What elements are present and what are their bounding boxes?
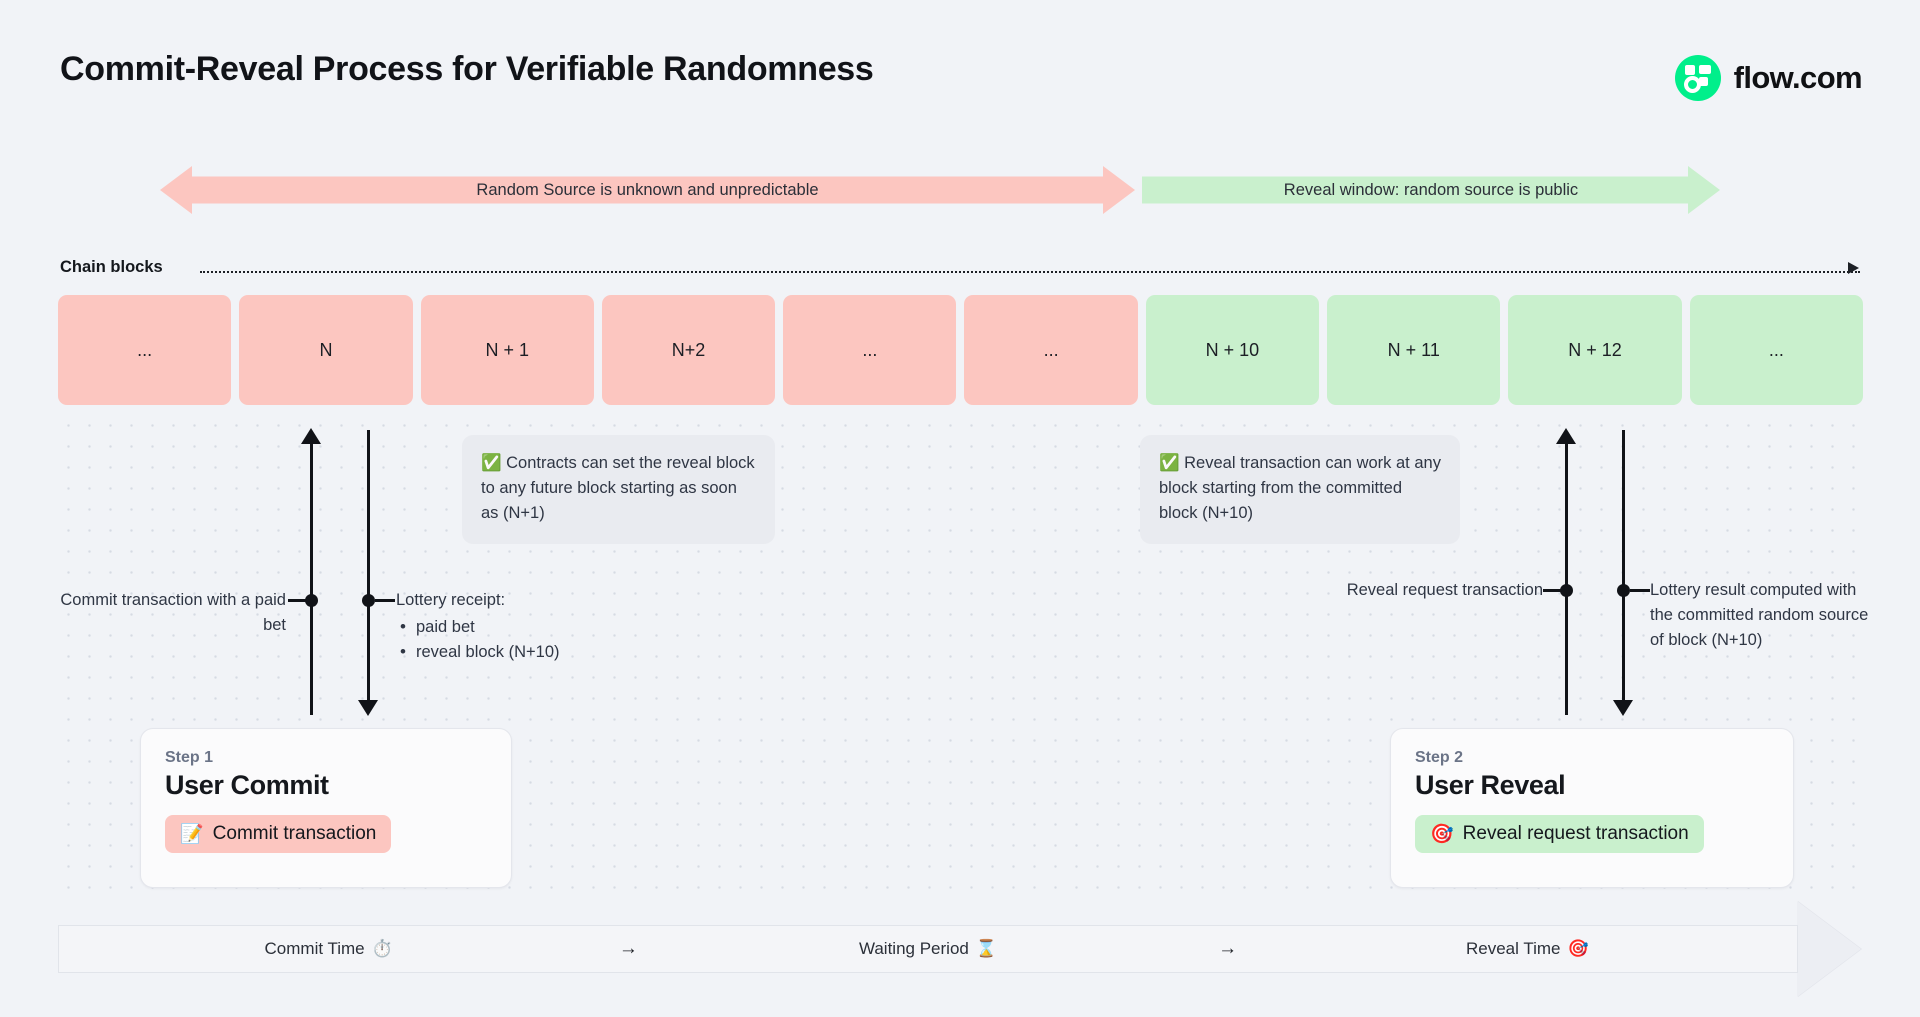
commit-transaction-label: Commit transaction with a paid bet bbox=[60, 591, 286, 634]
receipt-arrow-dot bbox=[362, 594, 375, 607]
page-title: Commit-Reveal Process for Verifiable Ran… bbox=[60, 50, 874, 88]
chain-block[interactable]: N + 11 bbox=[1327, 295, 1501, 405]
phase-waiting-period: Waiting Period ⌛ bbox=[658, 939, 1197, 959]
receipt-arrow-down-head-icon bbox=[358, 700, 378, 716]
banner-reveal-window: Reveal window: random source is public bbox=[1142, 166, 1720, 214]
chain-block[interactable]: ... bbox=[1689, 295, 1863, 405]
lottery-receipt-list: paid bet reveal block (N+10) bbox=[396, 614, 696, 665]
step-1-label: Step 1 bbox=[165, 749, 214, 766]
banner-unpredictable-label: Random Source is unknown and unpredictab… bbox=[476, 180, 819, 199]
banner-unpredictable: Random Source is unknown and unpredictab… bbox=[160, 166, 1135, 214]
reveal-arrow-up-line bbox=[1565, 443, 1568, 715]
phase-separator-arrow-icon: → bbox=[618, 938, 638, 959]
chain-block[interactable]: ... bbox=[783, 295, 957, 405]
step-1-title: User Commit bbox=[165, 770, 329, 800]
chain-axis-line bbox=[200, 271, 1860, 273]
commit-arrow-stub bbox=[288, 599, 308, 602]
list-item: reveal block (N+10) bbox=[396, 639, 696, 665]
result-arrow-stub bbox=[1630, 589, 1650, 592]
commit-callout-text: Contracts can set the reveal block to an… bbox=[481, 454, 755, 523]
chain-axis-arrow-icon bbox=[1848, 262, 1859, 274]
step-card-user-reveal[interactable]: Step 2 User Reveal 🎯 Reveal request tran… bbox=[1390, 728, 1794, 888]
flow-logo-icon bbox=[1674, 55, 1721, 101]
check-icon: ✅ bbox=[481, 454, 502, 472]
brand-logo: flow.com bbox=[1674, 55, 1863, 101]
lottery-result-label: Lottery result computed with the committ… bbox=[1650, 581, 1869, 649]
commit-callout-box: ✅ Contracts can set the reveal block to … bbox=[462, 435, 775, 545]
brand-name: flow.com bbox=[1733, 60, 1863, 95]
phase-bar: Commit Time ⏱️ → Waiting Period ⌛ → Reve… bbox=[58, 925, 1798, 973]
phase-reveal-time: Reveal Time 🎯 bbox=[1258, 939, 1797, 959]
chain-blocks-label: Chain blocks bbox=[60, 258, 163, 276]
phase-commit-time-label: Commit Time bbox=[264, 939, 365, 958]
chain-block[interactable]: N bbox=[239, 295, 413, 405]
chain-block[interactable]: N + 1 bbox=[420, 295, 594, 405]
reveal-arrow-stub bbox=[1543, 589, 1563, 592]
receipt-arrow-stub bbox=[375, 599, 395, 602]
phase-commit-time: Commit Time ⏱️ bbox=[59, 939, 598, 959]
commit-arrow-up-head-icon bbox=[301, 428, 321, 444]
phase-reveal-time-label: Reveal Time bbox=[1465, 939, 1561, 958]
banner-reveal-window-label: Reveal window: random source is public bbox=[1283, 180, 1579, 199]
reveal-callout-box: ✅ Reveal transaction can work at any blo… bbox=[1140, 435, 1460, 545]
chain-block[interactable]: ... bbox=[964, 295, 1138, 405]
phase-separator-arrow-icon: → bbox=[1218, 938, 1238, 959]
commit-transaction-chip[interactable]: 📝 Commit transaction bbox=[165, 815, 392, 853]
result-arrow-down-line bbox=[1622, 430, 1625, 702]
target-icon: 🎯 bbox=[1567, 939, 1589, 958]
chain-block[interactable]: ... bbox=[58, 295, 232, 405]
commit-arrow-dot bbox=[305, 594, 318, 607]
chain-block[interactable]: N+2 bbox=[601, 295, 776, 405]
reveal-request-chip[interactable]: 🎯 Reveal request transaction bbox=[1415, 815, 1704, 853]
receipt-arrow-down-line bbox=[367, 430, 370, 702]
lottery-receipt-title: Lottery receipt: bbox=[396, 591, 506, 609]
phase-bar-arrow-icon bbox=[1797, 901, 1861, 997]
commit-arrow-up-line bbox=[310, 443, 313, 715]
memo-icon: 📝 bbox=[180, 823, 204, 845]
reveal-request-chip-label: Reveal request transaction bbox=[1462, 823, 1689, 844]
reveal-callout-text: Reveal transaction can work at any block… bbox=[1159, 454, 1441, 523]
stopwatch-icon: ⏱️ bbox=[371, 939, 393, 958]
chain-block-row: ... N N + 1 N+2 ... ... N + 10 N + 11 N … bbox=[58, 295, 1863, 405]
result-arrow-dot bbox=[1617, 584, 1630, 597]
reveal-arrow-up-head-icon bbox=[1556, 428, 1576, 444]
result-arrow-down-head-icon bbox=[1613, 700, 1633, 716]
lottery-receipt-block: Lottery receipt: paid bet reveal block (… bbox=[396, 588, 696, 664]
step-2-label: Step 2 bbox=[1415, 749, 1464, 766]
reveal-request-label: Reveal request transaction bbox=[1346, 581, 1543, 599]
chain-block[interactable]: N + 12 bbox=[1508, 295, 1682, 405]
reveal-arrow-dot bbox=[1560, 584, 1573, 597]
step-2-title: User Reveal bbox=[1415, 770, 1566, 800]
check-icon: ✅ bbox=[1159, 454, 1180, 472]
chain-block[interactable]: N + 10 bbox=[1145, 295, 1320, 405]
commit-transaction-chip-label: Commit transaction bbox=[212, 823, 377, 844]
list-item: paid bet bbox=[396, 614, 696, 640]
target-icon: 🎯 bbox=[1430, 823, 1454, 845]
step-card-user-commit[interactable]: Step 1 User Commit 📝 Commit transaction bbox=[140, 728, 512, 888]
hourglass-icon: ⌛ bbox=[975, 939, 998, 958]
phase-waiting-period-label: Waiting Period bbox=[858, 939, 969, 958]
